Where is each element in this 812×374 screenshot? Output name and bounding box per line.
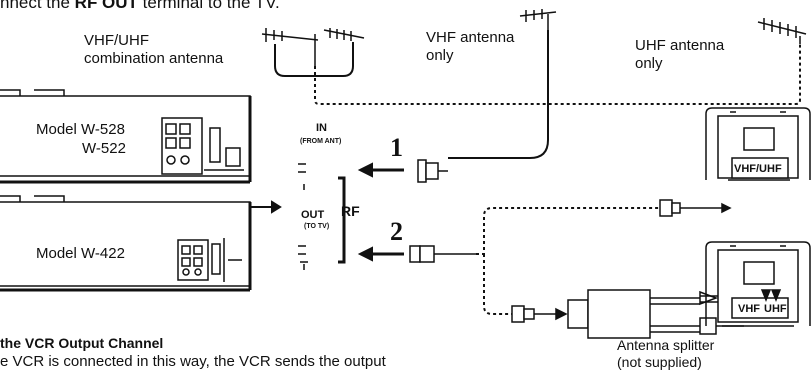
uhf-antenna-label-2: only [635, 55, 663, 72]
rf-in-label: IN [316, 122, 327, 134]
step-1-number: 1 [390, 133, 403, 162]
vcr-w422-icon [0, 195, 252, 292]
uhf-antenna-icon [757, 18, 807, 44]
top-tv-connector-icon [659, 199, 732, 217]
step2-arrow-head [357, 246, 373, 262]
rf-in-sub-label: (FROM ANT) [300, 138, 342, 145]
tv-bottom-vhf-label: VHF [738, 303, 760, 315]
step1-connector-icon [417, 159, 448, 183]
model-top-line1: Model W-528 [36, 121, 125, 138]
tv-top-icon [705, 107, 811, 181]
combo-antenna-label-2: combination antenna [84, 50, 224, 67]
rf-bracket [338, 176, 346, 264]
step-2-number: 2 [390, 217, 403, 246]
combo-cable [274, 42, 354, 77]
uhf-antenna-label-1: UHF antenna [635, 37, 725, 54]
rf-out-sub-label: (TO TV) [304, 223, 330, 230]
model-bottom: Model W-422 [36, 245, 125, 262]
step2-connector-icon [409, 245, 476, 263]
vhf-antenna-icon [519, 9, 557, 30]
page-heading: nnect the RF OUT terminal to the TV. [0, 0, 280, 12]
combo-antenna-icon [261, 28, 365, 66]
vcr-w528-icon [0, 89, 252, 184]
step1-arrow-head [357, 162, 373, 178]
rf-label: RF [341, 203, 360, 219]
section-title: the VCR Output Channel [0, 335, 164, 351]
splitter-input-connector-icon [511, 305, 568, 323]
uhf-dotted-cable [314, 44, 801, 105]
splitter-label-2: (not supplied) [617, 354, 702, 370]
heading-bold: RF OUT [74, 0, 138, 12]
rf-out-label: OUT [301, 209, 325, 221]
vhf-cable [448, 30, 549, 159]
heading-pre: nnect the [0, 0, 75, 12]
section-body: e VCR is connected in this way, the VCR … [0, 353, 386, 370]
splitter-label-1: Antenna splitter [617, 337, 715, 353]
splitter-dotted-cable [483, 254, 512, 315]
heading-post: terminal to the TV. [137, 0, 280, 12]
tv-top-terminal-label: VHF/UHF [734, 163, 782, 175]
zoom-arrow-head [271, 200, 282, 214]
rf-panel [298, 163, 346, 270]
tv-bottom-icon [705, 241, 811, 327]
model-top-line2: W-522 [82, 140, 126, 157]
combo-antenna-label-1: VHF/UHF [84, 32, 149, 49]
tv-dotted-cable [476, 207, 660, 255]
vhf-antenna-label-2: only [426, 47, 454, 64]
vhf-antenna-label-1: VHF antenna [426, 29, 515, 46]
tv-bottom-uhf-label: UHF [764, 303, 787, 315]
